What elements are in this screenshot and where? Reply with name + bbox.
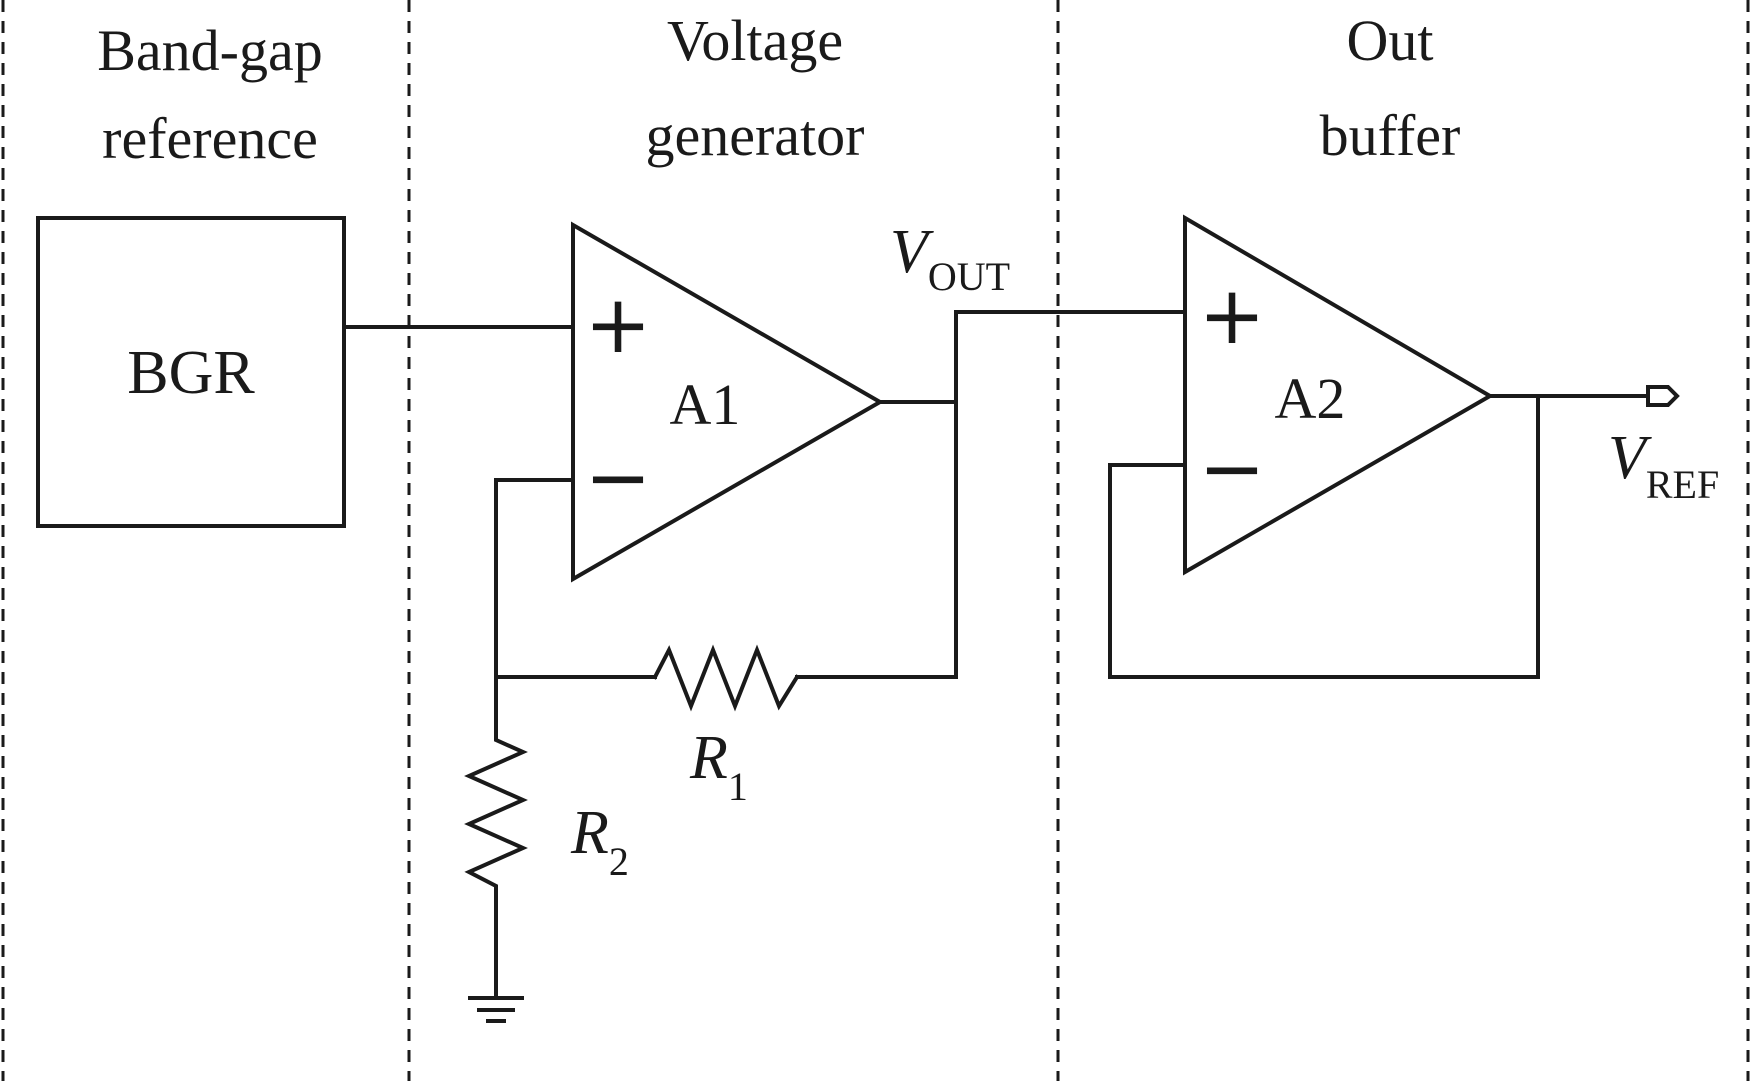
r1-label: R1 (689, 724, 748, 809)
resistor-r1 (652, 644, 800, 712)
r2-label-main: R (570, 799, 609, 867)
wire-a1-minus-feedback (494, 478, 575, 679)
section-title-bandgap-line1: Band-gap (97, 18, 323, 83)
a1-minus-sign: − (584, 431, 651, 524)
r2-label-sub: 2 (609, 839, 629, 884)
section-title-voltage-generator: Voltage generator (646, 8, 865, 168)
amp-a2-triangle (1183, 214, 1494, 576)
r1-label-main: R (689, 724, 728, 792)
vref-label-main: V (1608, 424, 1652, 492)
r2-label: R2 (570, 799, 629, 884)
resistor-r2 (464, 675, 528, 997)
section-title-out-buffer: Out buffer (1320, 8, 1461, 168)
wire-a2-feedback (1108, 394, 1540, 679)
ground-icon (468, 996, 524, 1023)
a2-minus-sign: − (1198, 422, 1265, 515)
amp-a1-label: A1 (670, 372, 741, 437)
bgr-label: BGR (127, 339, 255, 407)
wire-vout-node (954, 310, 1187, 679)
vout-label-sub: OUT (928, 254, 1010, 299)
vout-label: VOUT (890, 218, 1010, 299)
a2-plus-sign: + (1198, 269, 1265, 362)
section-title-bandgap-line2: reference (102, 106, 318, 171)
section-title-generator-line2: generator (646, 103, 865, 168)
vref-label: VREF (1608, 424, 1719, 507)
bgr-block (36, 216, 346, 528)
vref-label-sub: REF (1646, 462, 1719, 507)
section-title-bandgap: Band-gap reference (97, 18, 323, 171)
section-title-buffer-line1: Out (1347, 8, 1434, 73)
section-title-buffer-line2: buffer (1320, 103, 1461, 168)
output-terminal-icon (1646, 385, 1680, 407)
amp-a1-triangle (571, 221, 885, 583)
amp-a2-label: A2 (1275, 366, 1346, 431)
section-title-generator-line1: Voltage (667, 8, 843, 73)
a1-plus-sign: + (584, 278, 651, 371)
r1-label-sub: 1 (728, 764, 748, 809)
vout-label-main: V (890, 218, 934, 286)
